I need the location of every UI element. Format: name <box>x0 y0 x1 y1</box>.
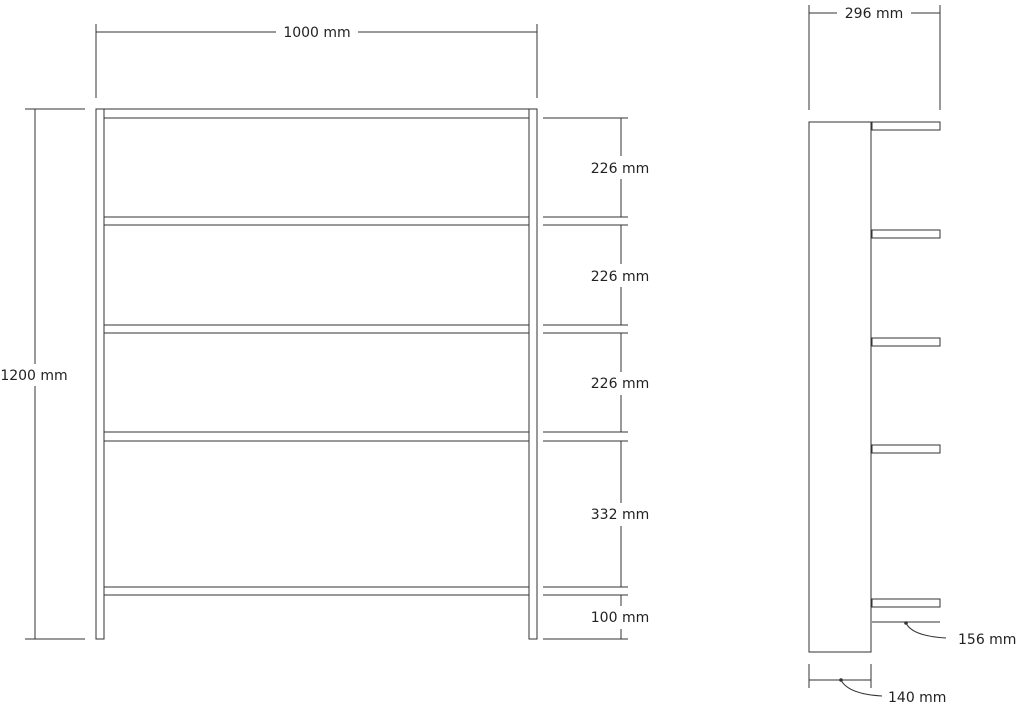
side-shelf-5 <box>871 598 941 608</box>
front-view <box>95 108 538 640</box>
shelf-2 <box>103 216 530 226</box>
spacing-label-5: 100 mm <box>591 610 649 626</box>
depth-label: 296 mm <box>845 6 903 22</box>
spacing-label-1: 226 mm <box>591 161 649 177</box>
side-frame <box>808 121 872 653</box>
shelf-4 <box>103 431 530 442</box>
side-shelf-4 <box>871 444 941 454</box>
shelf-bottom <box>103 586 530 596</box>
spacing-label-2: 226 mm <box>591 269 649 285</box>
width-label: 1000 mm <box>283 25 350 41</box>
depth-dimension: 296 mm <box>808 5 941 110</box>
shelf-depth-label: 156 mm <box>958 632 1016 648</box>
spacing-label-3: 226 mm <box>591 376 649 392</box>
height-dimension: 1200 mm <box>0 108 85 640</box>
frame-depth-callout: 140 mm <box>808 664 946 706</box>
frame-depth-label: 140 mm <box>888 690 946 706</box>
spacing-label-4: 332 mm <box>591 507 649 523</box>
side-shelf-3 <box>871 337 941 347</box>
spacing-dimensions: 226 mm 226 mm 226 mm 332 mm 100 mm <box>543 117 649 640</box>
shelf-top <box>103 108 530 119</box>
right-upright <box>528 108 538 640</box>
side-view <box>808 121 941 653</box>
shelf-depth-callout: 156 mm <box>872 621 1016 648</box>
side-shelf-2 <box>871 229 941 239</box>
shelf-3 <box>103 324 530 334</box>
width-dimension: 1000 mm <box>95 24 538 98</box>
left-upright <box>95 108 105 640</box>
side-shelf-1 <box>871 121 941 131</box>
height-label: 1200 mm <box>0 368 67 384</box>
